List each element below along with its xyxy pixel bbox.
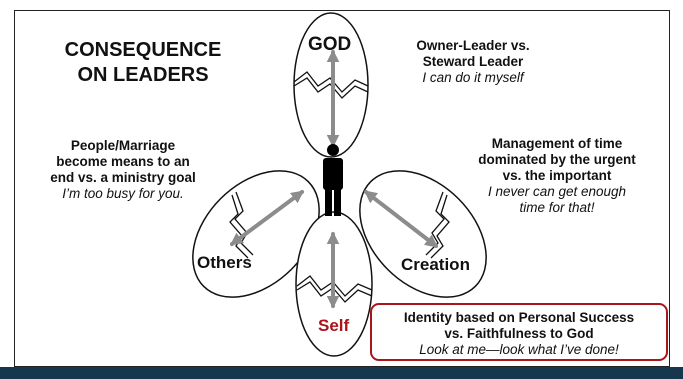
god-text: Owner-Leader vs. Steward Leader I can do…	[378, 38, 568, 86]
god-line-1: Owner-Leader vs.	[416, 38, 530, 53]
self-line-2: vs. Faithfulness to God	[444, 326, 594, 341]
creation-label: Creation	[401, 255, 470, 274]
creation-line-1: Management of time	[491, 136, 623, 151]
god-line-2: Steward Leader	[422, 54, 524, 69]
others-line-1: People/Marriage	[70, 138, 176, 153]
others-quote: I’m too busy for you.	[62, 186, 184, 201]
creation-text: Management of time dominated by the urge…	[448, 136, 666, 216]
others-text: People/Marriage become means to an end v…	[16, 138, 230, 202]
title-line-1: CONSEQUENCE	[64, 39, 222, 61]
creation-arrow	[363, 190, 439, 248]
creation-quote-2: time for that!	[519, 200, 595, 215]
slide-title: CONSEQUENCE ON LEADERS	[30, 38, 256, 88]
others-line-2: become means to an	[56, 154, 190, 169]
others-arrow	[229, 190, 305, 246]
bottom-bar	[0, 367, 683, 379]
others-label: Others	[197, 253, 252, 272]
creation-line-2: dominated by the urgent	[478, 152, 636, 167]
slide-frame	[14, 10, 670, 367]
self-line-1: Identity based on Personal Success	[403, 310, 635, 325]
self-callout: Identity based on Personal Success vs. F…	[370, 303, 668, 361]
others-line-3: end vs. a ministry goal	[50, 170, 196, 185]
self-quote: Look at me—look what I’ve done!	[419, 342, 619, 357]
self-label: Self	[318, 316, 350, 335]
title-line-2: ON LEADERS	[77, 64, 209, 86]
god-label: GOD	[308, 34, 352, 55]
person-icon	[323, 144, 343, 216]
god-quote: I can do it myself	[422, 70, 524, 85]
creation-quote-1: I never can get enough	[487, 184, 627, 199]
creation-line-3: vs. the important	[502, 168, 612, 183]
